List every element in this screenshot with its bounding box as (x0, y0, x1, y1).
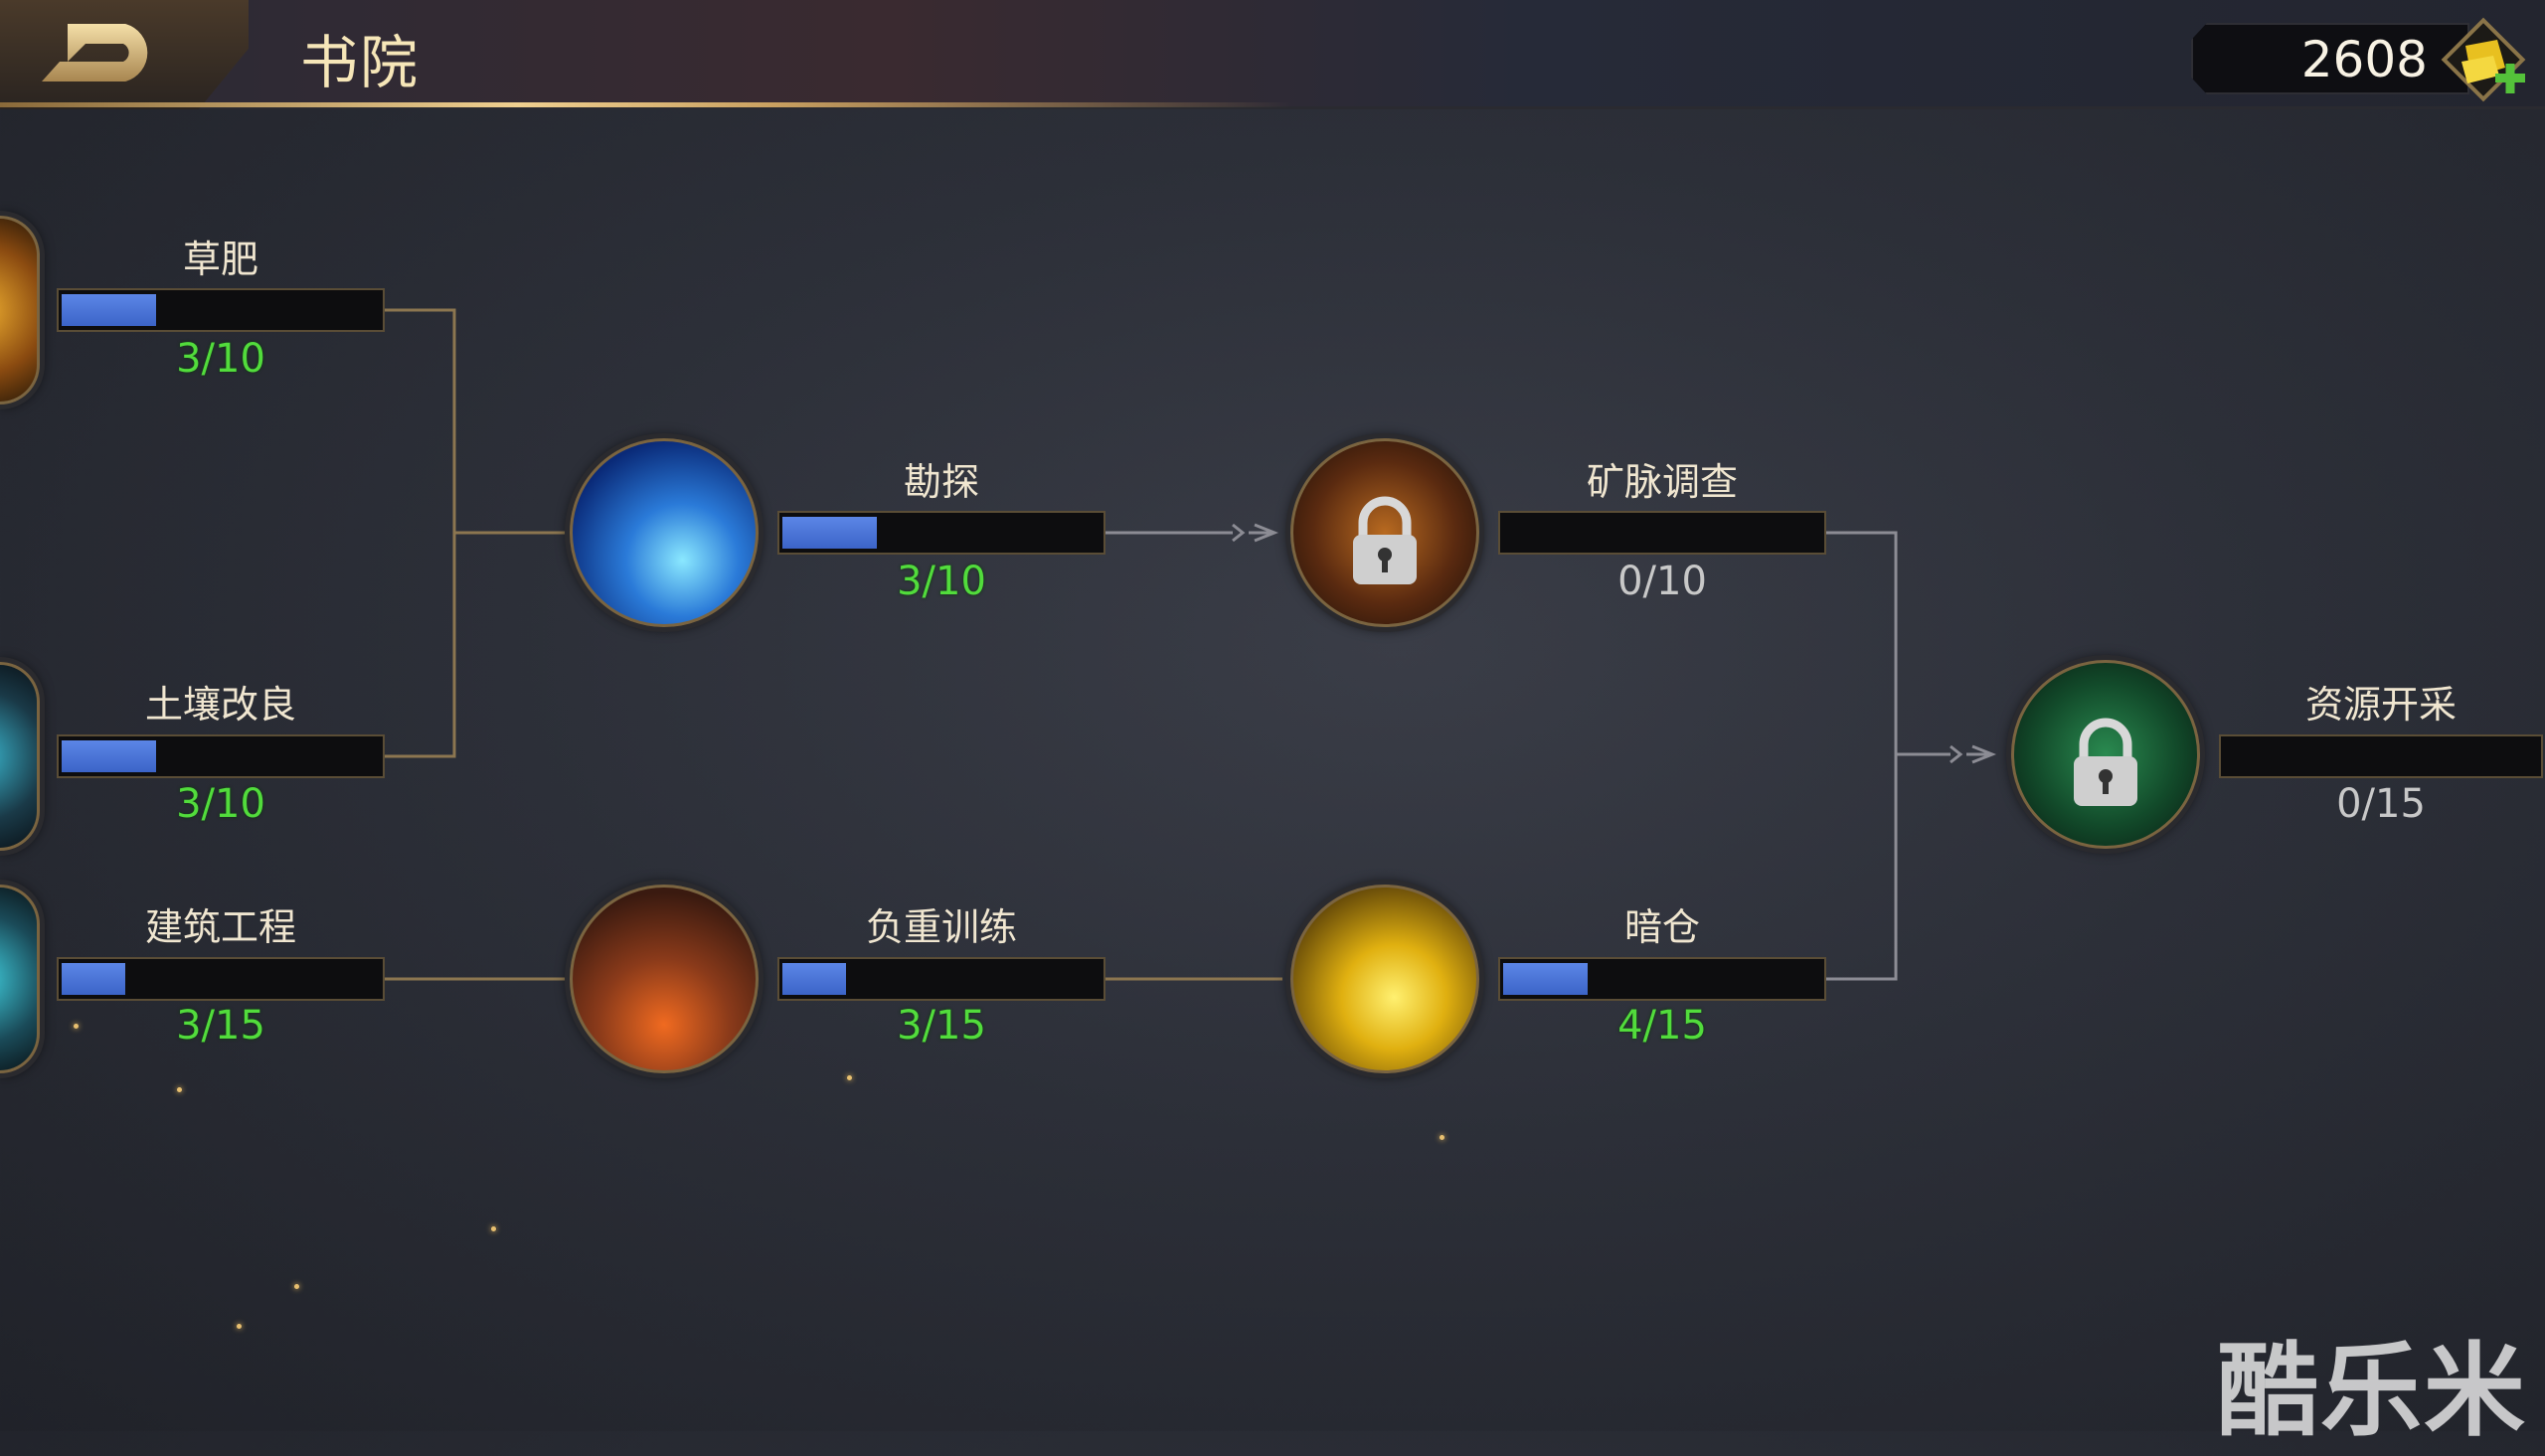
tech-icon-kantan[interactable] (570, 438, 759, 627)
node-label: 资源开采 (2304, 683, 2457, 727)
sparkle (177, 1087, 182, 1092)
node-progress-text: 0/15 (2336, 781, 2426, 827)
progress-bar (777, 957, 1105, 1001)
watermark: 酷乐米 (2217, 1333, 2527, 1451)
progress-bar (777, 511, 1105, 555)
connector-line (385, 308, 456, 758)
header-divider (0, 102, 1292, 107)
node-progress-text: 3/15 (897, 1003, 986, 1049)
sparkle (491, 1226, 496, 1231)
progress-bar (57, 957, 385, 1001)
node-label: 勘探 (903, 460, 979, 504)
node-progress-text: 3/10 (176, 336, 265, 382)
progress-fill (62, 294, 157, 326)
arrow-icon (1232, 523, 1279, 543)
node-label: 负重训练 (865, 905, 1017, 949)
progress-fill (62, 740, 157, 772)
node-label: 草肥 (182, 238, 258, 281)
progress-bar (57, 288, 385, 332)
progress-fill (1503, 963, 1588, 995)
node-progress-text: 3/10 (897, 559, 986, 604)
add-currency-button[interactable] (2436, 12, 2531, 107)
node-label: 建筑工程 (144, 905, 296, 949)
back-button[interactable] (38, 20, 162, 85)
sparkle (1440, 1135, 1444, 1140)
node-progress-text: 0/10 (1617, 559, 1707, 604)
tech-icon-caofei[interactable] (0, 216, 40, 404)
tech-icon-kuangmai[interactable] (1290, 438, 1479, 627)
tech-icon-ancang[interactable] (1290, 885, 1479, 1073)
top-bar: 书院 (0, 0, 2545, 109)
progress-fill (62, 963, 125, 995)
progress-bar (2219, 734, 2543, 778)
node-label: 矿脉调查 (1586, 460, 1738, 504)
node-progress-text: 3/10 (176, 781, 265, 827)
sparkle (294, 1284, 299, 1289)
progress-bar (1498, 957, 1826, 1001)
progress-bar (1498, 511, 1826, 555)
tech-icon-fuzhong[interactable] (570, 885, 759, 1073)
sparkle (237, 1324, 242, 1329)
tech-icon-jianzhu[interactable] (0, 885, 40, 1073)
page-title: 书院 (300, 29, 421, 96)
currency-display: 2608 (2191, 23, 2469, 94)
arrow-icon (1950, 744, 1997, 764)
sparkle (74, 1024, 79, 1029)
plus-icon (2495, 64, 2525, 93)
node-progress-text: 4/15 (1617, 1003, 1707, 1049)
progress-bar (57, 734, 385, 778)
back-plate (0, 0, 249, 109)
currency-amount: 2608 (2300, 31, 2428, 88)
node-label: 土壤改良 (144, 683, 296, 727)
connector-line (1826, 531, 1898, 981)
sparkle (847, 1075, 852, 1080)
lock-icon (2074, 718, 2137, 806)
progress-fill (782, 963, 846, 995)
tech-icon-turang[interactable] (0, 662, 40, 851)
tech-icon-ziyuan[interactable] (2011, 660, 2200, 849)
node-label: 暗仓 (1623, 905, 1700, 949)
node-progress-text: 3/15 (176, 1003, 265, 1049)
progress-fill (782, 517, 878, 549)
lock-icon (1353, 496, 1417, 584)
